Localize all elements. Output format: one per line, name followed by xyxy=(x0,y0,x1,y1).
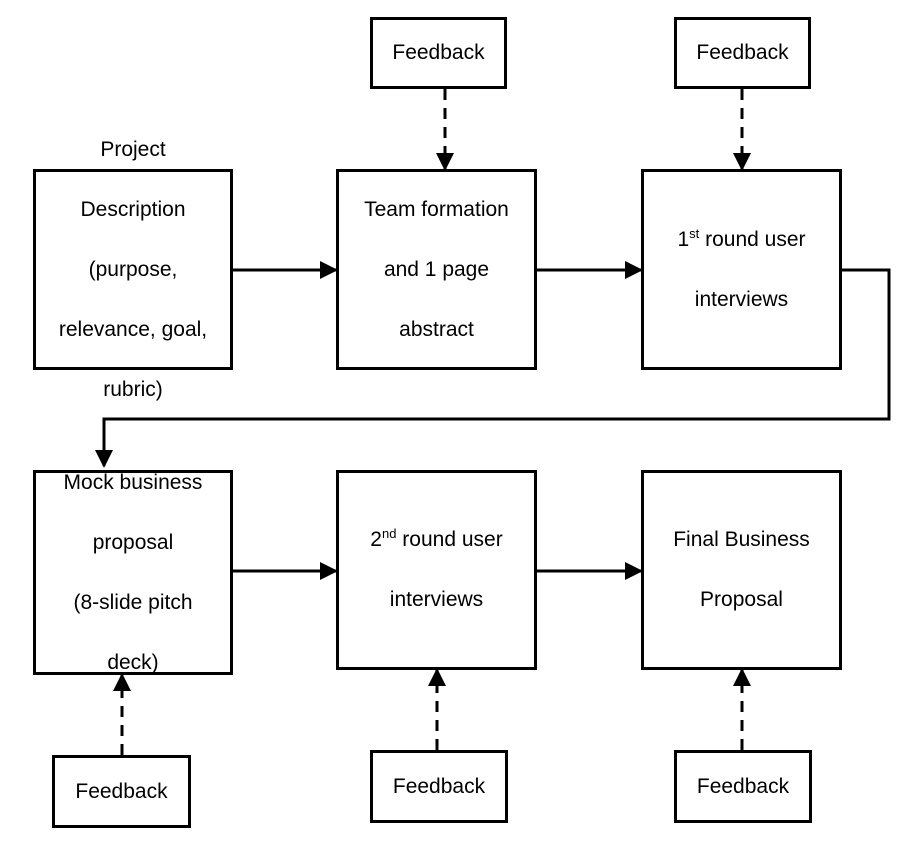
step-project-description: Project Description (purpose, relevance,… xyxy=(33,138,233,401)
step-label: 2nd round user interviews xyxy=(370,526,503,611)
step-label: Project Description (purpose, relevance,… xyxy=(58,137,208,401)
step-label: Final Business Proposal xyxy=(673,528,810,611)
step-label: Mock business proposal (8-slide pitch de… xyxy=(63,470,203,674)
step-first-round-interviews: 1st round user interviews xyxy=(641,169,842,370)
feedback-label: Feedback xyxy=(392,774,486,798)
feedback-box-first-round: Feedback xyxy=(674,17,811,89)
step-label: 1st round user interviews xyxy=(677,225,806,311)
feedback-label: Feedback xyxy=(75,779,168,803)
step-mock-business-proposal: Mock business proposal (8-slide pitch de… xyxy=(33,470,233,675)
feedback-label: Feedback xyxy=(696,774,790,798)
feedback-box-final: Feedback xyxy=(674,750,812,823)
arrow-first-round-to-mock xyxy=(95,268,891,468)
feedback-box-mock: Feedback xyxy=(52,755,191,828)
step-second-round-interviews: 2nd round user interviews xyxy=(336,470,537,670)
feedback-box-team: Feedback xyxy=(370,17,507,89)
step-team-formation: Team formation and 1 page abstract xyxy=(336,169,537,370)
step-label: Team formation and 1 page abstract xyxy=(364,197,509,341)
feedback-label: Feedback xyxy=(392,41,485,64)
feedback-label: Feedback xyxy=(696,41,789,64)
feedback-box-second-round: Feedback xyxy=(370,750,508,823)
step-final-business-proposal: Final Business Proposal xyxy=(641,470,842,670)
